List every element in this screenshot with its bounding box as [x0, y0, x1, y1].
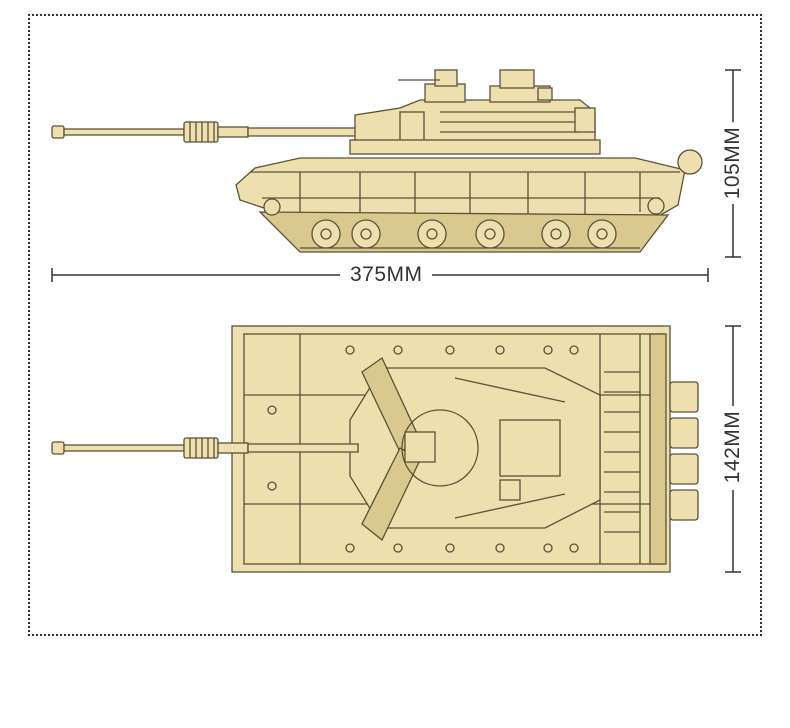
side-turret: [349, 69, 601, 155]
width-label: 142MM: [721, 406, 745, 488]
height-dimension-line: [725, 69, 741, 258]
top-turret: [349, 357, 601, 542]
side-gun-barrel: [51, 121, 359, 143]
height-label: 105MM: [721, 122, 745, 204]
dimension-lines: [51, 69, 741, 573]
tank-top-view: [51, 325, 699, 573]
top-gun-barrel: [51, 437, 359, 459]
length-label: 375MM: [346, 263, 427, 287]
top-rear-drums: [669, 381, 699, 521]
top-engine-grille: [604, 371, 640, 533]
top-hull-studs: [267, 345, 579, 553]
side-road-wheels: [263, 197, 665, 249]
length-dimension-line: [51, 268, 709, 282]
dotted-frame: [28, 14, 762, 636]
side-hull: [235, 149, 703, 221]
width-dimension-line: [725, 325, 741, 573]
tank-side-view: [51, 69, 703, 253]
